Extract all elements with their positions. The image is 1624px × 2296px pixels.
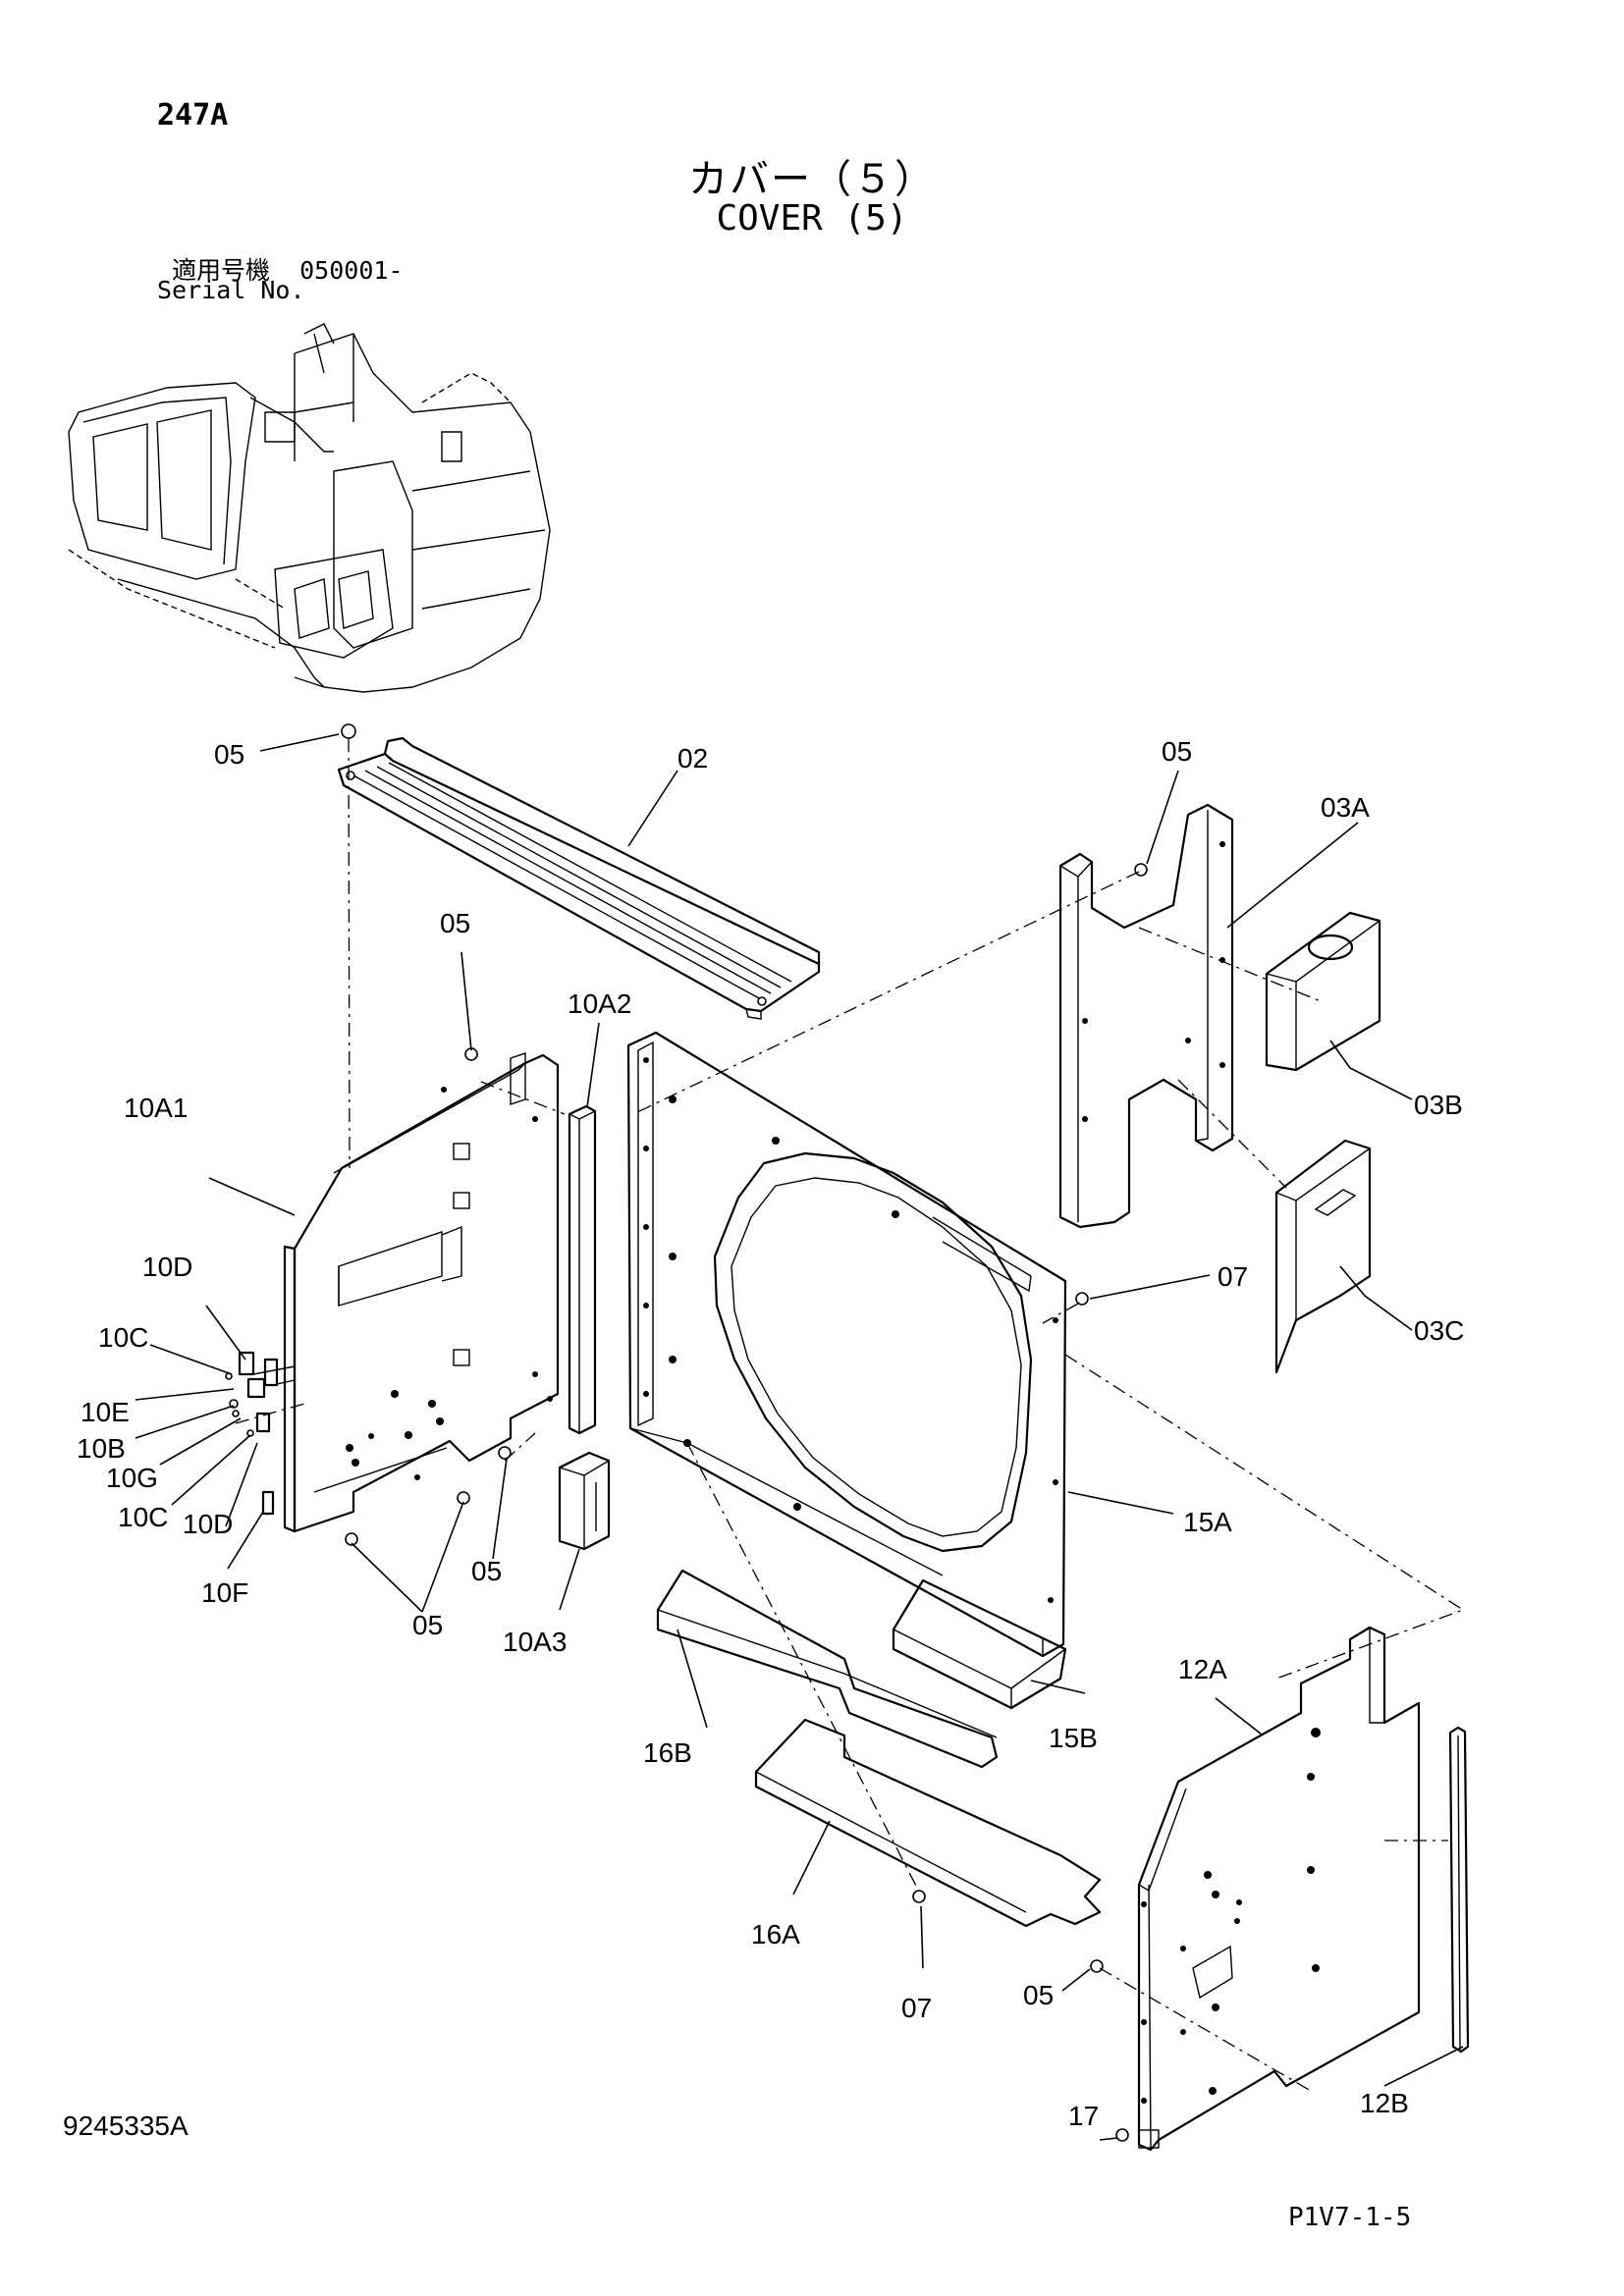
label-10e: 10E bbox=[81, 1397, 130, 1427]
machine-overview-illustration bbox=[68, 323, 551, 693]
part-10a3-seal-block bbox=[558, 1451, 611, 1551]
page-id: 247A bbox=[157, 98, 229, 133]
part-03b-seal-block bbox=[1265, 911, 1381, 1072]
title-japanese: カバー（５） bbox=[688, 157, 936, 202]
part-16a-lower-plate bbox=[754, 1718, 1102, 1928]
part-12b-right-strip bbox=[1448, 1726, 1470, 2054]
serial-label-en: Serial No. bbox=[157, 276, 305, 304]
label-10b: 10B bbox=[77, 1433, 126, 1464]
serial-number: 050001- bbox=[299, 256, 404, 285]
part-03a-side-bracket bbox=[1058, 803, 1234, 1229]
label-10g: 10G bbox=[106, 1463, 158, 1493]
label-15a: 15A bbox=[1183, 1507, 1232, 1537]
label-03c: 03C bbox=[1414, 1315, 1464, 1346]
part-10a1-left-panel bbox=[283, 1052, 560, 1533]
part-16b-lower-seal bbox=[656, 1569, 999, 1769]
label-10d-top: 10D bbox=[142, 1252, 192, 1282]
label-07-shroud: 07 bbox=[1218, 1261, 1248, 1292]
serial-label-ja: 適用号機 bbox=[172, 256, 271, 285]
part-12a-right-panel bbox=[1137, 1626, 1421, 2152]
label-05-rightpanel: 05 bbox=[1023, 1980, 1054, 2010]
label-03b: 03B bbox=[1414, 1090, 1463, 1120]
label-10a2: 10A2 bbox=[568, 988, 631, 1019]
part-10-bracket-hardware bbox=[225, 1351, 296, 1516]
label-10a1: 10A1 bbox=[124, 1093, 188, 1123]
label-05-bracket: 05 bbox=[1162, 736, 1192, 767]
label-16a: 16A bbox=[751, 1919, 800, 1949]
label-15b: 15B bbox=[1049, 1723, 1098, 1753]
label-16b: 16B bbox=[643, 1737, 692, 1768]
label-05-top: 05 bbox=[214, 739, 244, 770]
label-12b: 12B bbox=[1360, 2088, 1409, 2118]
title-english: COVER (5) bbox=[716, 198, 908, 239]
label-07-bottom: 07 bbox=[901, 1993, 932, 2023]
label-10f: 10F bbox=[201, 1577, 248, 1608]
part-10a2-seal-strip bbox=[568, 1104, 597, 1435]
alignment-lines bbox=[235, 737, 1465, 2092]
label-03a: 03A bbox=[1321, 792, 1370, 823]
part-03c-slot-block bbox=[1274, 1139, 1372, 1374]
page-code: P1V7-1-5 bbox=[1288, 2203, 1412, 2232]
label-10c-top: 10C bbox=[98, 1322, 148, 1353]
label-05-bottom: 05 bbox=[412, 1610, 443, 1640]
label-05-lower: 05 bbox=[471, 1556, 502, 1586]
serial-range: 適用号機 050001- bbox=[172, 251, 403, 287]
leader-lines bbox=[135, 733, 1464, 2141]
label-12a: 12A bbox=[1178, 1654, 1227, 1684]
part-02-top-channel bbox=[337, 736, 821, 1020]
fastener-bolts bbox=[341, 723, 1148, 2142]
label-10c-bottom: 10C bbox=[118, 1502, 168, 1532]
label-05-panel: 05 bbox=[440, 908, 470, 938]
part-15b-seal-pad bbox=[892, 1578, 1067, 1710]
label-10a3: 10A3 bbox=[503, 1627, 567, 1657]
drawing-number: 9245335A bbox=[63, 2110, 189, 2141]
label-10d-bottom: 10D bbox=[183, 1509, 233, 1539]
label-17: 17 bbox=[1068, 2101, 1099, 2131]
part-15a-fan-shroud bbox=[626, 1031, 1067, 1658]
label-02: 02 bbox=[677, 743, 708, 774]
part-number-labels: 05 02 05 03A 03B 03C 05 10A2 10A1 07 10D… bbox=[77, 736, 1464, 2131]
